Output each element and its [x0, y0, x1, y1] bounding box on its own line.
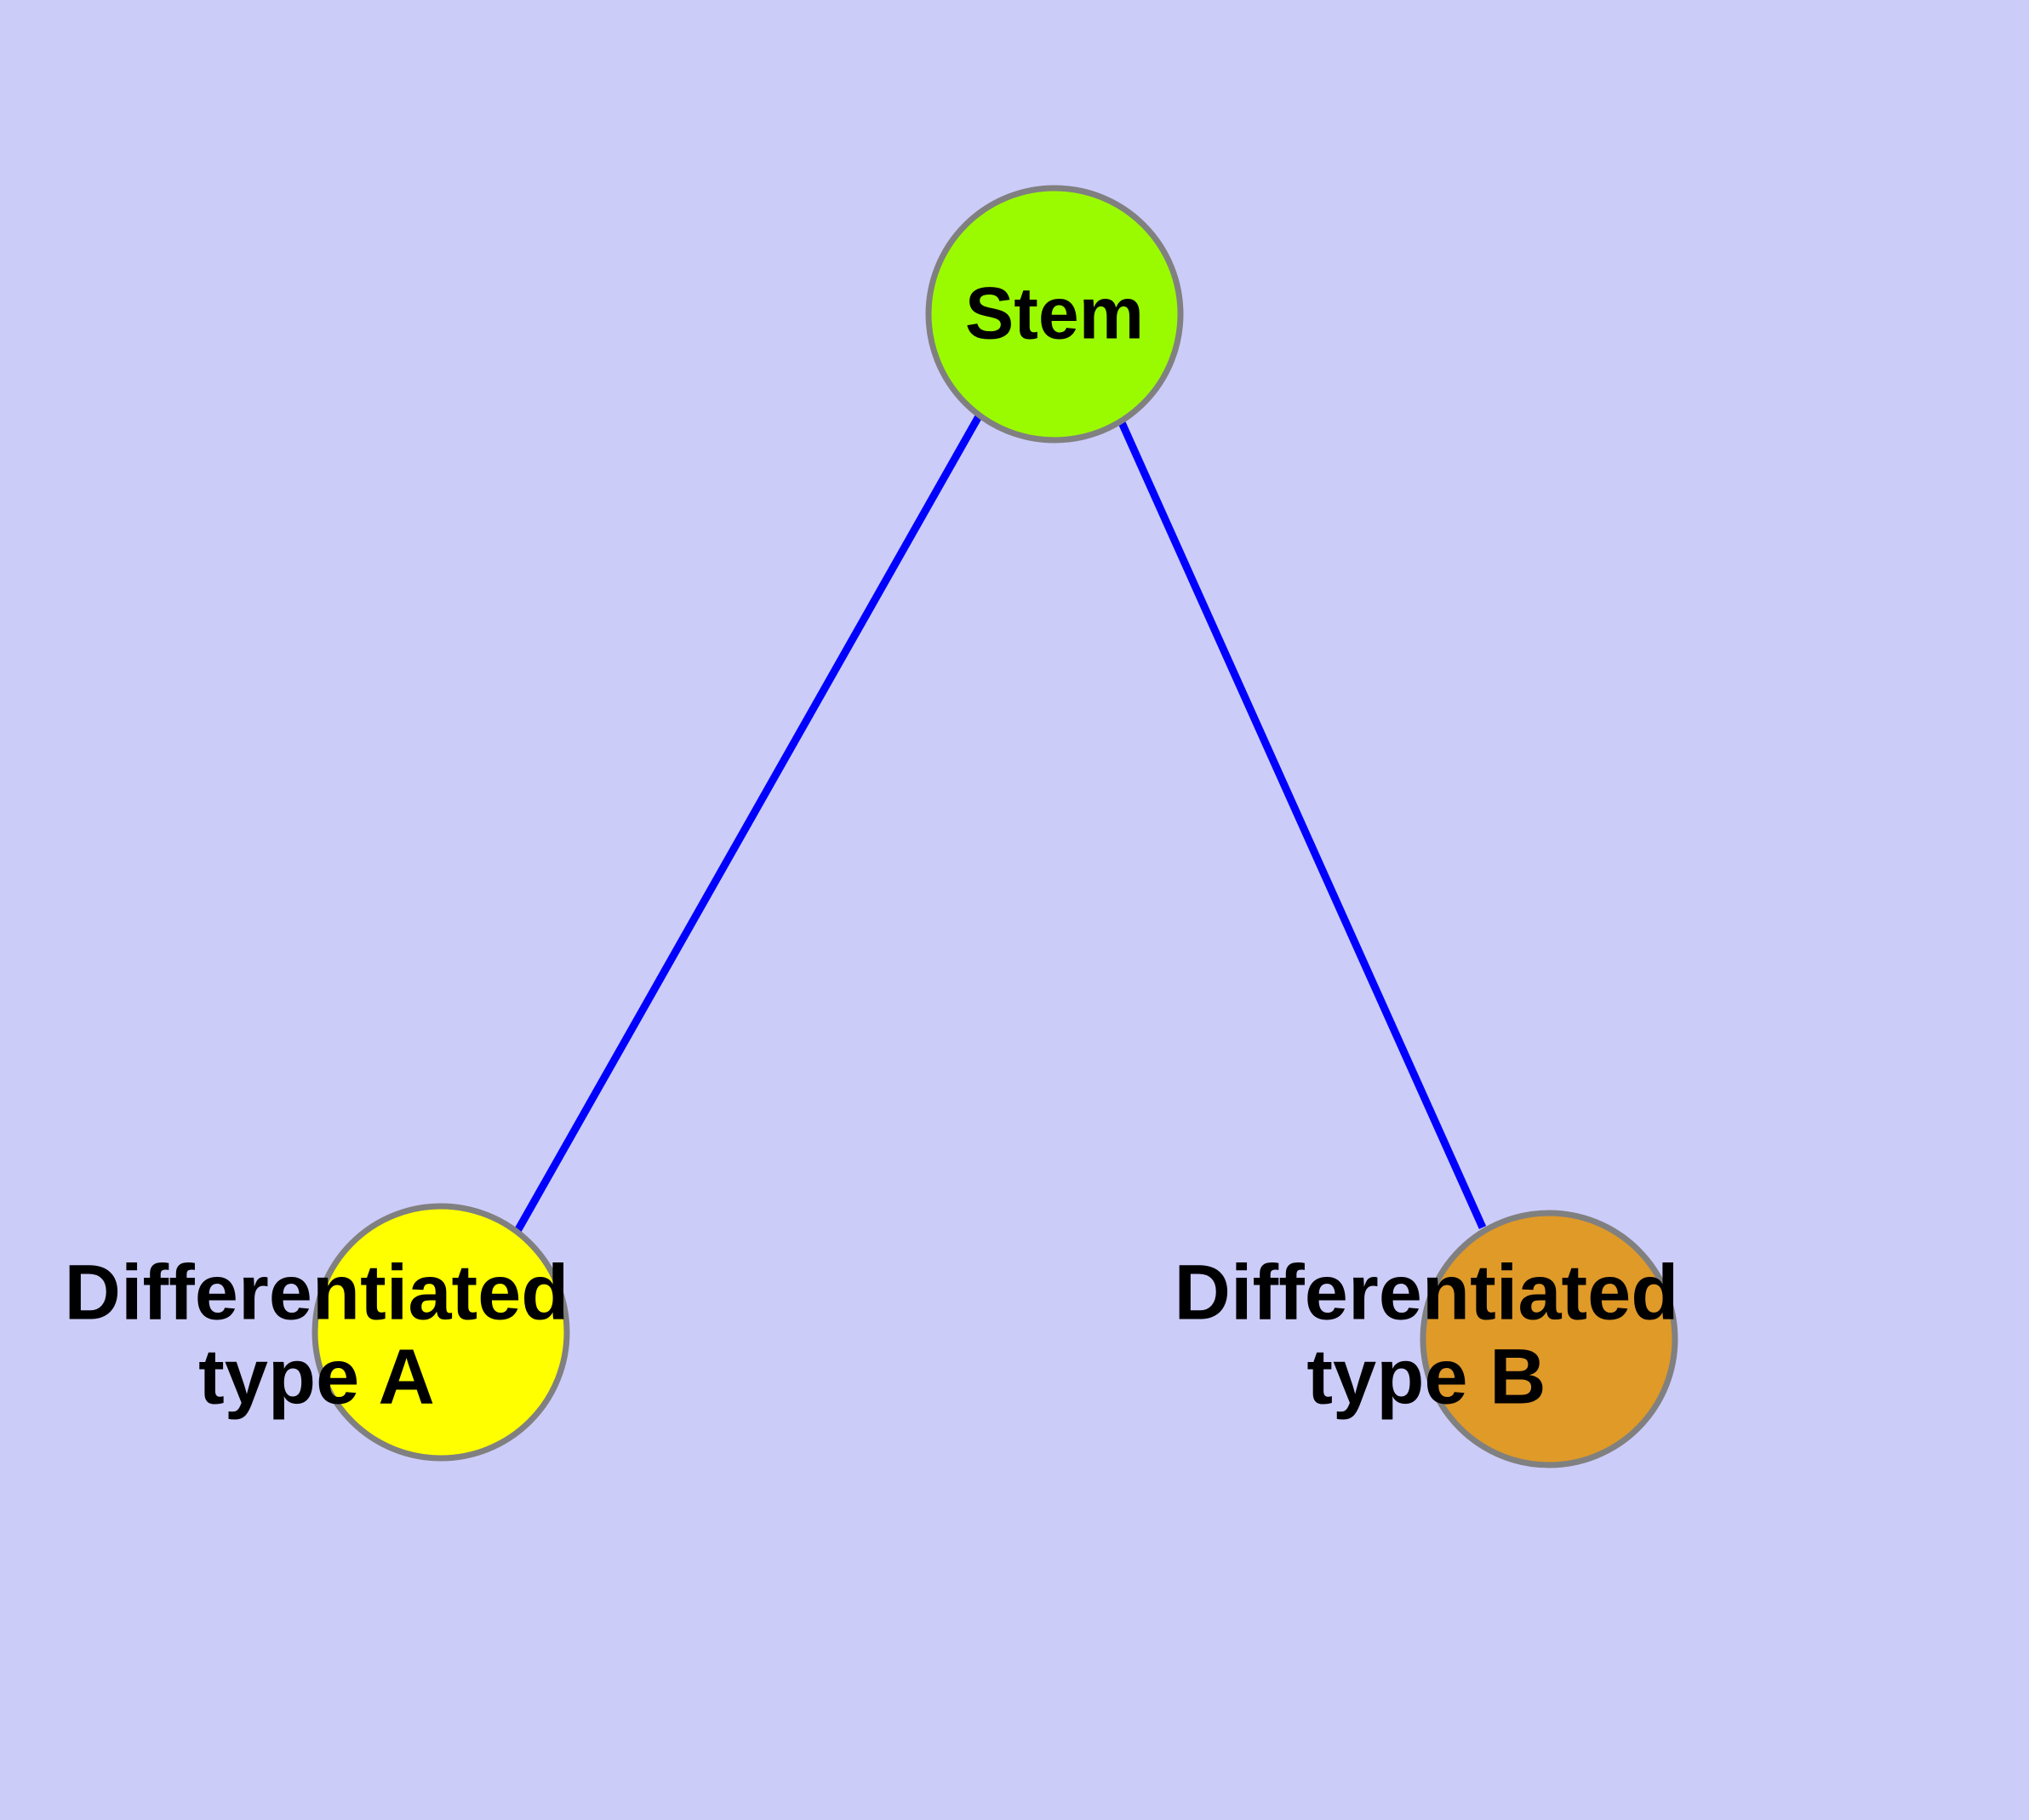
edge-stem-diff-b[interactable] [1112, 409, 1487, 1229]
edge-stem-diff-a[interactable] [514, 414, 982, 1233]
nodes-layer [311, 185, 1678, 1468]
node-diff_b[interactable] [1420, 1210, 1678, 1468]
edges-layer [514, 409, 1487, 1233]
node-diff_a[interactable] [311, 1203, 570, 1462]
node-stem[interactable] [925, 185, 1184, 444]
